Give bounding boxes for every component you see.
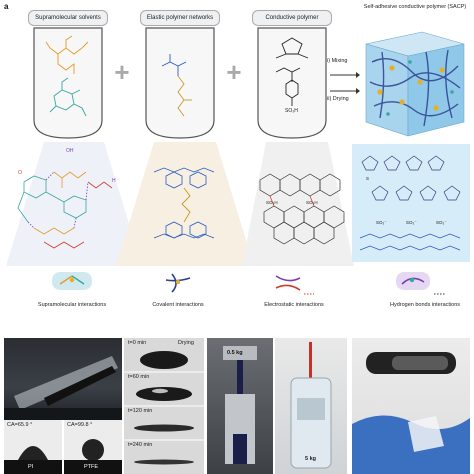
- vial-photo: [4, 356, 122, 420]
- chem-label-so3: SO₃⁻: [376, 220, 387, 225]
- contact-angle-pi: CA=65.9 ° PI: [4, 420, 62, 474]
- vial-conductive-polymer: Conductive polymer SO₃H: [252, 8, 332, 140]
- chem-label-o: O: [18, 170, 22, 176]
- sacp-cube: [362, 22, 468, 140]
- plus-sign: +: [226, 57, 242, 87]
- time-label-0: t=0 min: [128, 340, 147, 346]
- load-label-5kg: 5 kg: [305, 456, 317, 462]
- droplet-ptfe: [64, 439, 122, 474]
- chem-label-so3h: SO₃H: [285, 108, 298, 114]
- drying-time-series: t=0 min Drying t=60 min t=120 min t=240 …: [124, 338, 204, 474]
- vial-supramolecular-solvents: Supramolecular solvents: [28, 8, 108, 140]
- supramolecular-icon: [52, 272, 92, 290]
- process-arrows: [330, 62, 360, 102]
- legend-label-covalent: Covalent interactions: [152, 302, 204, 308]
- hydrogen-bond-icon: [396, 272, 446, 295]
- chem-label-h: H: [112, 178, 116, 184]
- load-label-0-5kg: 0.5 kg: [227, 350, 243, 356]
- drying-title: Drying: [178, 340, 194, 346]
- time-label-60: t=60 min: [128, 374, 150, 380]
- covalent-icon: [165, 273, 191, 293]
- legend-label-hydrogen: Hydrogen bonds interactions: [389, 302, 460, 308]
- chem-label-so3: SO₃⁻: [436, 220, 447, 225]
- cube-graphic: [365, 31, 465, 137]
- chem-label-so3: SO₃⁻: [406, 220, 417, 225]
- film-photo: [352, 352, 470, 474]
- electrostatic-icon: [275, 275, 314, 295]
- photo-flexible-film: [352, 338, 470, 474]
- photo-load-5kg: 5 kg: [275, 338, 347, 474]
- vial-body: [257, 27, 327, 139]
- vial-label-conductive: Conductive polymer: [252, 10, 332, 26]
- contact-angle-ptfe: CA=99.8 ° PTFE: [64, 420, 122, 474]
- vial-label-supramolecular: Supramolecular solvents: [28, 10, 108, 26]
- weight-0-5kg: [223, 346, 257, 464]
- weight-5kg: [290, 342, 332, 469]
- step-drying: ii) Drying: [327, 96, 349, 102]
- legend-label-electrostatic: Electrostatic interactions: [264, 302, 324, 308]
- time-label-120: t=120 min: [128, 408, 153, 414]
- molecular-interaction-band: OH H O SO₃H SO₃H S SO₃⁻ SO₃⁻ SO₃⁻: [4, 142, 470, 266]
- plus-sign: +: [114, 57, 130, 87]
- photo-sacp-vial: [4, 338, 122, 420]
- chem-label-so3h: SO₃H: [306, 200, 318, 205]
- molecular-diagram: [6, 142, 470, 266]
- drying-droplets: [124, 351, 204, 465]
- arrow-icon: [330, 72, 360, 94]
- vial-elastic-polymer-networks: Elastic polymer networks: [140, 8, 220, 140]
- ca-value-pi: CA=65.9 °: [7, 422, 33, 428]
- chem-label-so3h: SO₃H: [266, 200, 278, 205]
- photo-load-0-5kg: 0.5 kg: [207, 338, 273, 474]
- interaction-legend: Supramolecular interactions Covalent int…: [4, 268, 470, 330]
- time-label-240: t=240 min: [128, 442, 153, 448]
- droplet-pi: [4, 446, 62, 474]
- substrate-ptfe: PTFE: [84, 464, 99, 470]
- chem-label-s: S: [366, 176, 370, 181]
- legend-icons: [52, 272, 446, 295]
- vial-label-elastic: Elastic polymer networks: [140, 10, 220, 26]
- sacp-label: Self-adhesive conductive polymer (SACP): [363, 4, 467, 10]
- substrate-pi: PI: [28, 464, 34, 470]
- chem-label-oh: OH: [66, 148, 74, 154]
- ca-value-ptfe: CA=99.8 °: [67, 422, 93, 428]
- panel-letter-a: a: [4, 2, 9, 11]
- vial-body: [145, 27, 215, 139]
- step-mixing: i) Mixing: [327, 58, 348, 64]
- legend-label-supramolecular: Supramolecular interactions: [37, 302, 107, 308]
- vial-body: [33, 27, 103, 139]
